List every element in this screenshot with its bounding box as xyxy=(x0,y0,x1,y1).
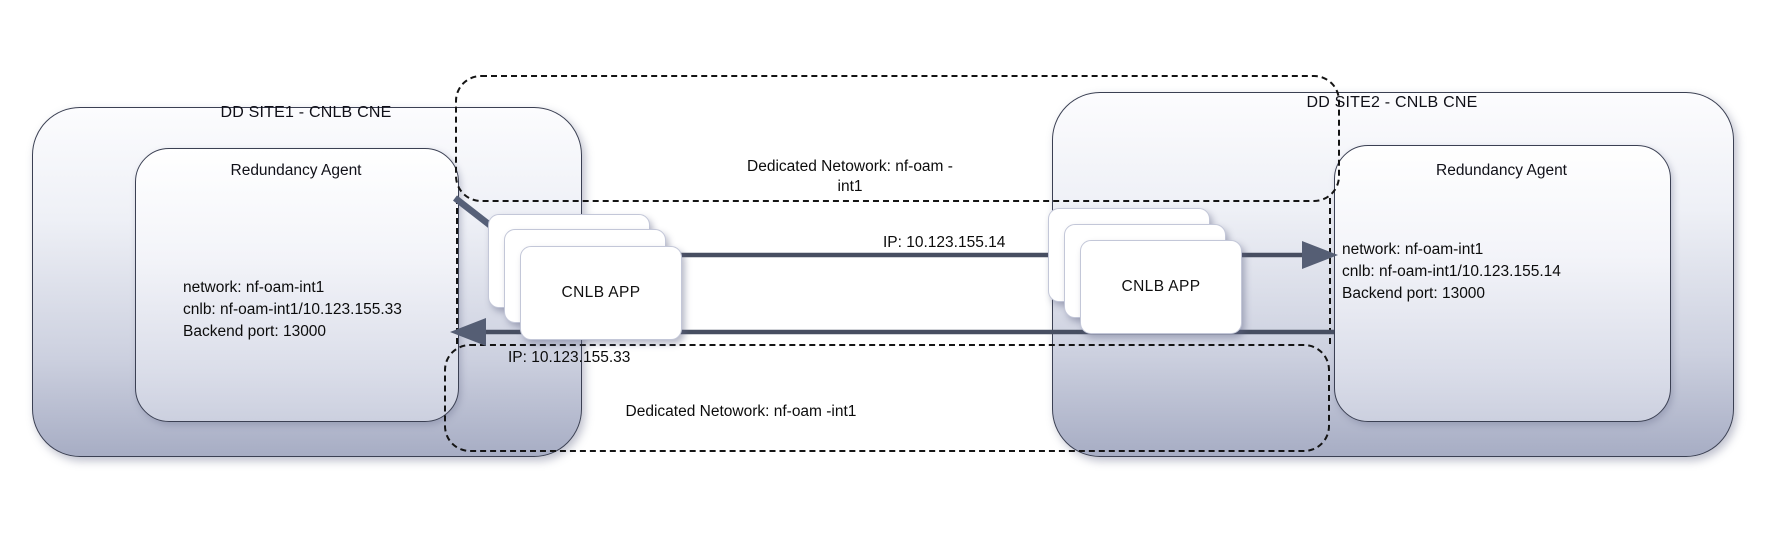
site2-cnlb-app-card-front: CNLB APP xyxy=(1080,240,1242,334)
site2-agent-cnlb-line: cnlb: nf-oam-int1/10.123.155.14 xyxy=(1342,263,1561,280)
site1-cnlb-app-label: CNLB APP xyxy=(561,284,641,301)
arrow-to-site1-head xyxy=(450,318,486,346)
site1-title: DD SITE1 - CNLB CNE xyxy=(220,104,392,121)
dedicated-network-bottom-region xyxy=(444,344,1330,452)
site1-agent-details: network: nf-oam-int1 cnlb: nf-oam-int1/1… xyxy=(183,277,402,343)
dashed-connector-right xyxy=(1329,198,1331,344)
arrow-to-site2-head xyxy=(1302,241,1338,269)
dedicated-network-top-region xyxy=(455,75,1340,202)
site1-agent-cnlb-line: cnlb: nf-oam-int1/10.123.155.33 xyxy=(183,301,402,318)
site2-redundancy-agent-title: Redundancy Agent xyxy=(1436,162,1567,179)
site1-cnlb-app-card-front: CNLB APP xyxy=(520,246,682,340)
site2-redundancy-agent-box xyxy=(1334,145,1671,422)
site2-cnlb-app-label: CNLB APP xyxy=(1121,278,1201,295)
site1-agent-network-line: network: nf-oam-int1 xyxy=(183,279,325,296)
dedicated-network-top-label: Dedicated Netowork: nf-oam - int1 xyxy=(650,157,1050,197)
dedicated-network-top-label-line2: int1 xyxy=(837,178,863,195)
dedicated-network-top-label-line1: Dedicated Netowork: nf-oam - xyxy=(747,158,953,175)
site2-agent-details: network: nf-oam-int1 cnlb: nf-oam-int1/1… xyxy=(1342,239,1561,305)
site2-title: DD SITE2 - CNLB CNE xyxy=(1306,94,1478,111)
site1-redundancy-agent-box xyxy=(135,148,459,422)
ip-label-to-site1: IP: 10.123.155.33 xyxy=(508,349,631,366)
site2-agent-network-line: network: nf-oam-int1 xyxy=(1342,241,1484,258)
dedicated-network-bottom-label: Dedicated Netowork: nf-oam -int1 xyxy=(625,403,857,420)
site1-agent-backend-port-line: Backend port: 13000 xyxy=(183,323,327,340)
ip-label-to-site2: IP: 10.123.155.14 xyxy=(883,234,1006,251)
site2-agent-backend-port-line: Backend port: 13000 xyxy=(1342,285,1486,302)
site1-redundancy-agent-title: Redundancy Agent xyxy=(230,162,362,179)
dashed-connector-left xyxy=(456,198,458,344)
